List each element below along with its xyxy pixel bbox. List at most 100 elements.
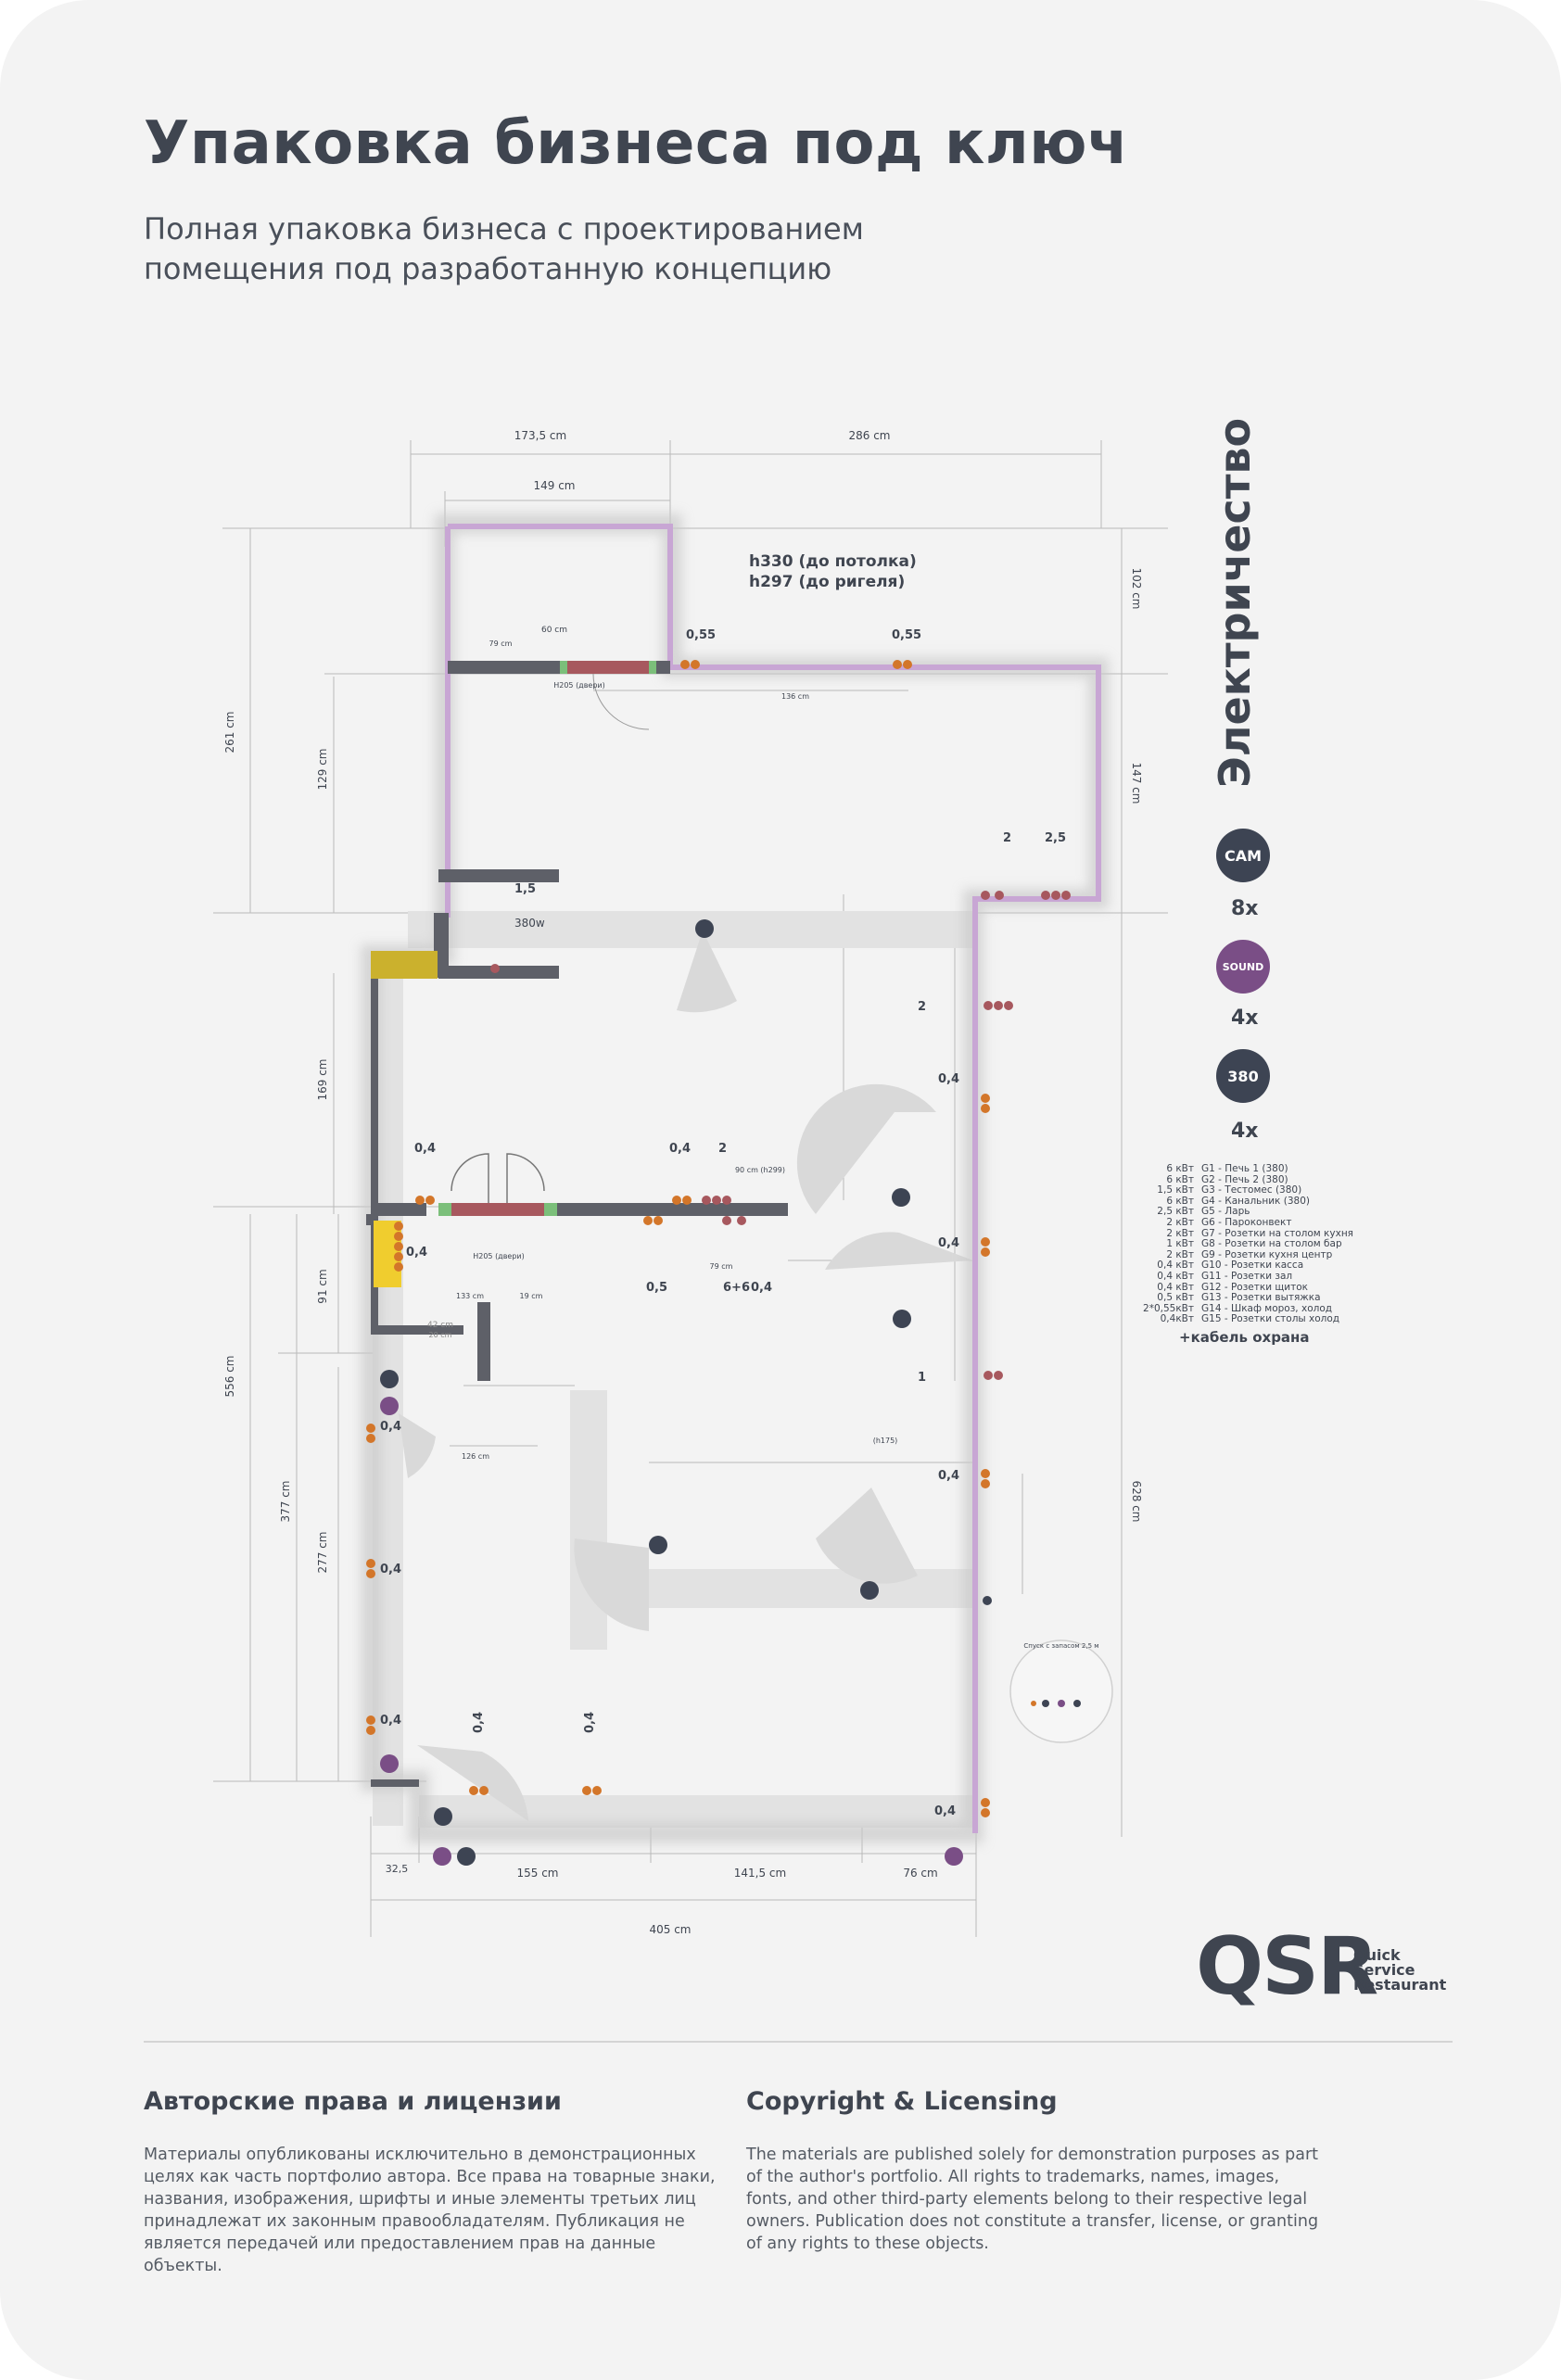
legend-380-badge: 380 <box>1216 1049 1270 1103</box>
load-label: 0,55 <box>892 628 921 642</box>
load-label: 0,4 <box>938 1236 959 1250</box>
doors <box>438 661 656 1216</box>
dim-inner-126: (h175) <box>873 1437 898 1445</box>
socket-markers-380 <box>490 891 1071 1380</box>
load-label: 0,4 <box>938 1469 959 1483</box>
legend-cam-badge: CAM <box>1216 829 1270 882</box>
load-label: 0,4 <box>934 1804 956 1818</box>
dim-right-1: 102 cm <box>1130 567 1143 609</box>
box-size: 42 cm <box>427 1321 453 1330</box>
room-outline <box>445 524 1101 1833</box>
load-label: 0,4 <box>406 1246 427 1260</box>
dim-left-7: 277 cm <box>316 1531 329 1573</box>
dim-right-2: 147 cm <box>1130 762 1143 804</box>
copyright-en-title: Copyright & Licensing <box>746 2087 1058 2116</box>
copyright-ru-title: Авторские права и лицензии <box>144 2087 562 2116</box>
camera-view-sectors <box>399 930 973 1821</box>
load-label: 0,5 <box>646 1281 667 1295</box>
load-label: 0,55 <box>686 628 716 642</box>
copyright-ru: Авторские права и лицензии Материалы опу… <box>144 2087 718 2277</box>
dim-bottom-4: 76 cm <box>903 1867 937 1880</box>
load-label: 0,4 <box>380 1420 401 1434</box>
load-label: 2 <box>718 1142 727 1156</box>
dim-left-2: 129 cm <box>316 748 329 790</box>
dim-left-3: 169 cm <box>316 1058 329 1100</box>
dim-inner-136: 136 cm <box>781 692 809 701</box>
dim-left-4: 91 cm <box>316 1269 329 1303</box>
legend-380-count: 4x <box>1231 1120 1259 1143</box>
cable-note: +кабель охрана <box>1179 1329 1310 1346</box>
load-label: 0,4 <box>414 1142 436 1156</box>
page-title: Упаковка бизнеса под ключ <box>144 109 1129 178</box>
copyright-en: Copyright & Licensing The materials are … <box>746 2087 1321 2255</box>
load-label: 6+6 <box>723 1281 750 1295</box>
height-note-1: h330 (до потолка) <box>749 552 917 571</box>
dim-inner-79b: 133 cm <box>456 1292 484 1300</box>
dim-bottom-2: 155 cm <box>516 1867 558 1880</box>
dim-bottom-1: 32,5 <box>386 1863 409 1875</box>
dim-bottom-5: 405 cm <box>649 1923 691 1936</box>
height-note-2: h297 (до ригеля) <box>749 573 905 591</box>
dim-left-6: 377 cm <box>279 1480 292 1522</box>
dim-inner-54: 19 cm <box>520 1292 543 1300</box>
copyright-ru-text: Материалы опубликованы исключительно в д… <box>144 2146 716 2275</box>
dim-left-5: 556 cm <box>223 1355 236 1397</box>
logo-text: Quick Service Restaurant <box>1353 1946 1447 1994</box>
dim-inner-79: 79 cm <box>489 639 513 648</box>
copyright-en-text: The materials are published solely for d… <box>746 2146 1319 2253</box>
dim-inner-door-top: 60 cm <box>541 626 567 635</box>
door-label-1: H205 (двери) <box>553 681 605 690</box>
dim-bottom-3: 141,5 cm <box>734 1867 786 1880</box>
dim-top-3: 149 cm <box>533 479 575 492</box>
dim-inner-44: 90 cm (h299) <box>735 1166 785 1174</box>
dim-inner-90: 79 cm <box>710 1262 733 1271</box>
page-subtitle: Полная упаковка бизнеса с проектирование… <box>144 211 864 286</box>
load-label: 2 <box>1003 831 1011 845</box>
dim-left-1: 261 cm <box>223 711 236 753</box>
aisle-zones <box>373 911 973 1828</box>
yellow-block <box>371 951 438 979</box>
load-label: 0,4 <box>751 1281 772 1295</box>
section-title-text: Электричество <box>1210 417 1260 788</box>
dim-right-3: 628 cm <box>1130 1480 1143 1522</box>
legend-sound-badge: SOUND <box>1216 940 1270 994</box>
load-label: 0,4 <box>380 1714 401 1728</box>
sound-badges <box>380 1397 963 1866</box>
box-height: 20 cm <box>429 1331 452 1339</box>
load-1-5: 1,5 <box>514 882 536 896</box>
load-label: 0,4 <box>380 1563 401 1576</box>
load-label: 2,5 <box>1045 831 1066 845</box>
divider <box>144 2041 1453 2043</box>
dim-top-1: 173,5 cm <box>514 429 566 442</box>
load-label: 0,4 <box>472 1712 486 1733</box>
dim-top-2: 286 cm <box>848 429 890 442</box>
legend-cam-count: 8x <box>1231 897 1259 920</box>
dim-inner-133: 126 cm <box>462 1452 489 1461</box>
inset-detail <box>1009 1639 1113 1743</box>
load-label: 1 <box>918 1371 926 1385</box>
camera-badges <box>380 919 911 1866</box>
logo-mark: QSR <box>1196 1920 1378 2013</box>
load-label: 0,4 <box>938 1072 959 1086</box>
floor-plan: h330 (до потолка) h297 (до ригеля) 173,5… <box>213 429 1168 1937</box>
load-label: 0,4 <box>583 1712 597 1733</box>
junction-dot <box>983 1596 992 1605</box>
load-label: 0,4 <box>669 1142 691 1156</box>
load-label: 2 <box>918 1000 926 1014</box>
